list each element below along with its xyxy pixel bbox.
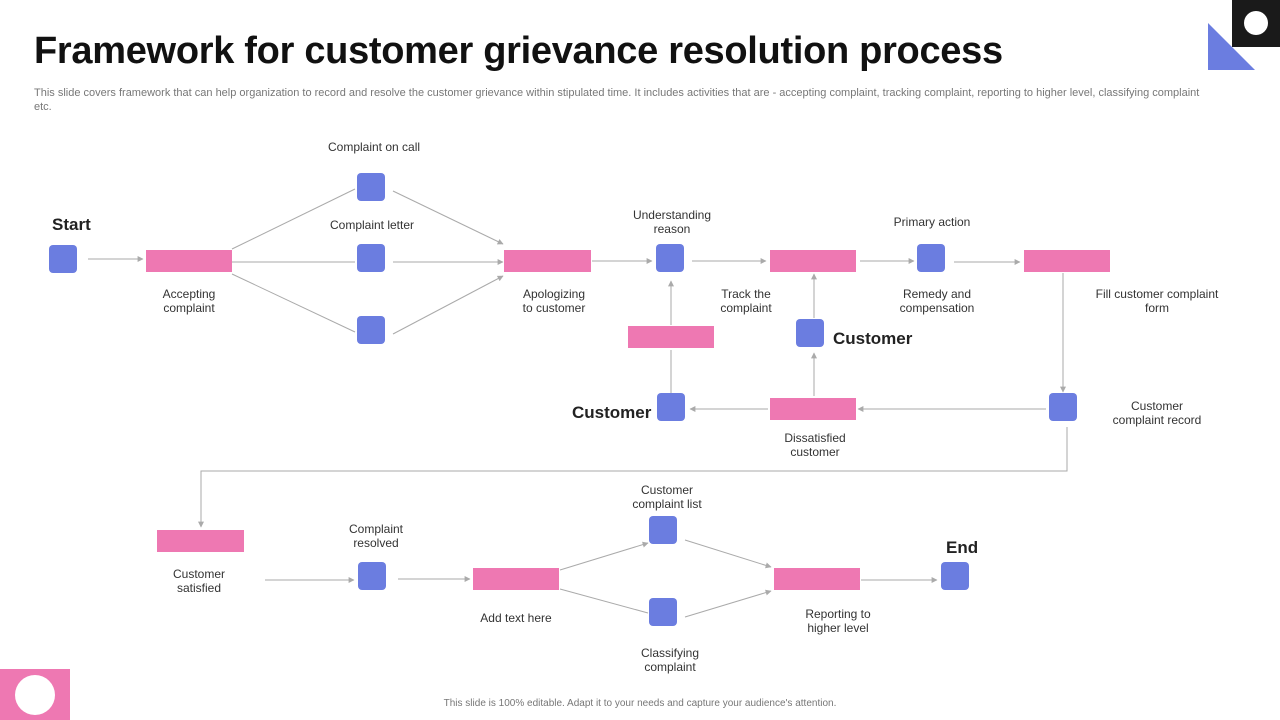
third-complaint-node xyxy=(357,316,385,344)
dissatisfied-bar xyxy=(770,398,856,420)
complaint-record-node xyxy=(1049,393,1077,421)
understanding-reason-node xyxy=(656,244,684,272)
apologizing-bar xyxy=(504,250,591,272)
connector-addtext-to-list xyxy=(559,541,649,571)
add-text-label: Add text here xyxy=(480,611,552,625)
customer-upper-node xyxy=(796,319,824,347)
page-title: Framework for customer grievance resolut… xyxy=(34,30,1003,72)
classifying-node xyxy=(649,598,677,626)
connector-call-to-apologizing xyxy=(392,190,504,245)
customer-lower-node xyxy=(657,393,685,421)
fill-form-bar xyxy=(1024,250,1110,272)
complaint-resolved-node xyxy=(358,562,386,590)
complaint-on-call-node xyxy=(357,173,385,201)
end-label: End xyxy=(946,538,979,557)
primary-action-node xyxy=(917,244,945,272)
complaint-on-call-label: Complaint on call xyxy=(327,140,421,154)
connector-third-to-apologizing xyxy=(392,275,504,335)
intermediate-bar xyxy=(628,326,714,348)
start-node xyxy=(49,245,77,273)
footer-note: This slide is 100% editable. Adapt it to… xyxy=(443,698,837,709)
reporting-bar xyxy=(774,568,860,590)
customer-satisfied-bar xyxy=(157,530,244,552)
primary-action-label: Primary action xyxy=(893,215,971,229)
connector-classifying-to-reporting xyxy=(684,589,772,618)
accepting-complaint-bar xyxy=(146,250,232,272)
customer-upper-label: Customer xyxy=(833,329,913,348)
customer-lower-label: Customer xyxy=(572,403,652,422)
complaint-letter-label: Complaint letter xyxy=(329,218,415,232)
connector-record-to-satisfied xyxy=(198,427,1068,528)
connector-addtext-to-classifying xyxy=(559,588,649,614)
start-label: Start xyxy=(52,215,91,234)
connector-accepting-to-third xyxy=(231,273,356,333)
complaint-letter-node xyxy=(357,244,385,272)
add-text-bar xyxy=(473,568,559,590)
end-node xyxy=(941,562,969,590)
track-complaint-bar xyxy=(770,250,856,272)
page-subtitle: This slide covers framework that can hel… xyxy=(34,87,1200,113)
connector-accepting-to-call xyxy=(231,188,356,250)
connector-list-to-reporting xyxy=(684,539,772,569)
complaint-list-node xyxy=(649,516,677,544)
